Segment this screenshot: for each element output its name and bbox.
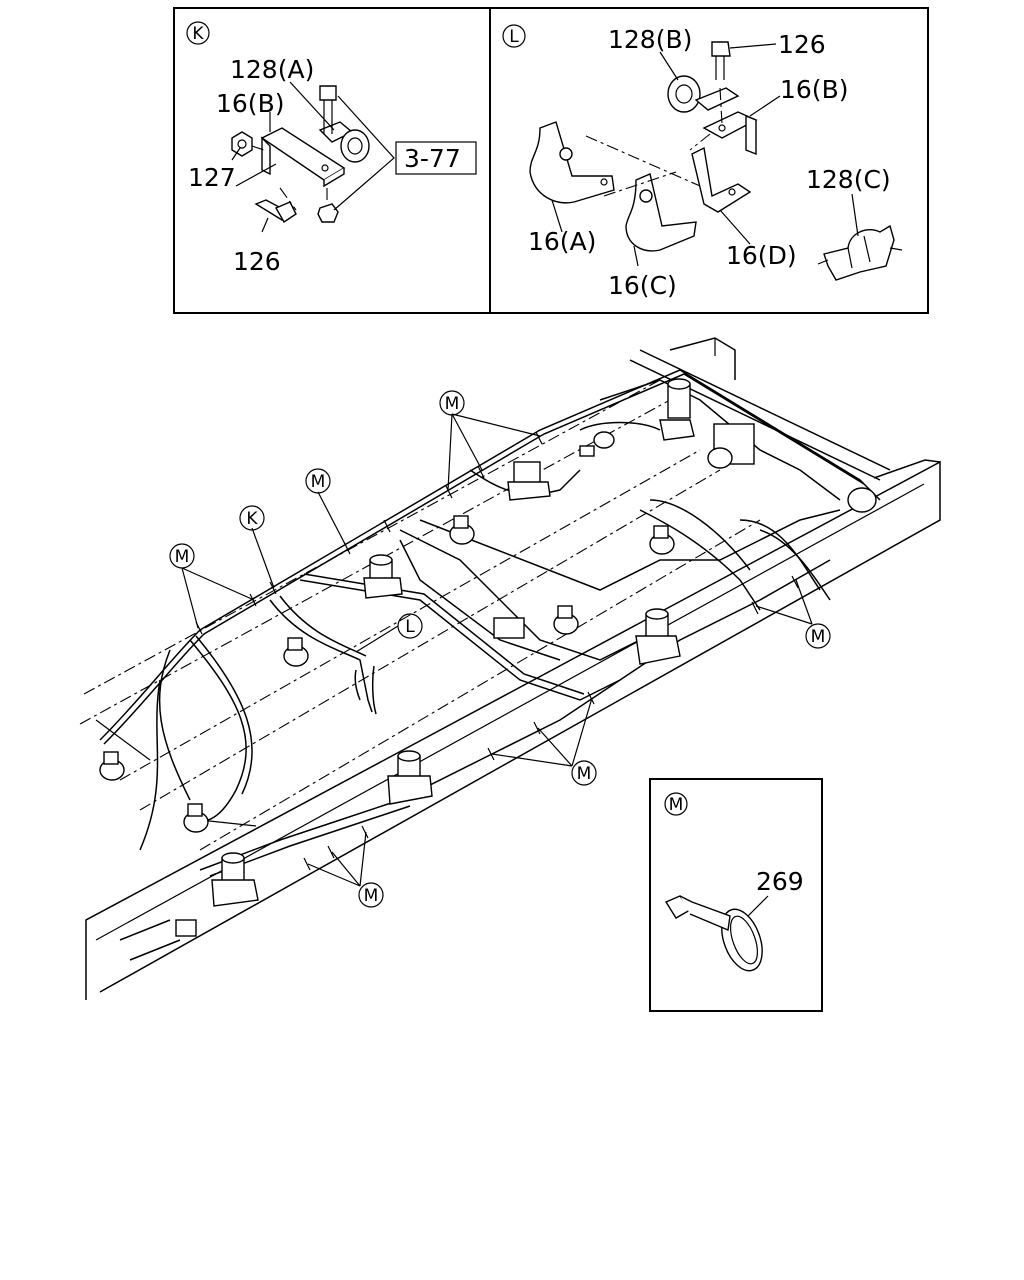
bracket-16d [691,146,752,213]
panel-l-frame [489,7,929,314]
svg-text:M: M [175,547,190,567]
label-127: 127 [188,163,236,192]
panel-l-marker-circle [502,24,526,48]
clip-128c [817,224,903,281]
callout-m-3: M [439,390,465,416]
label-126-k: 126 [233,247,281,276]
svg-text:K: K [246,509,258,529]
label-128c: 128(C) [806,165,891,194]
label-16b-l: 16(B) [780,75,848,104]
clip-128a-k [318,121,370,163]
bracket-16b-l [702,111,758,156]
harness-clamps [195,431,799,871]
bolt-126-l [711,41,731,80]
panel-m: M 269 [649,778,823,1012]
nut-127 [231,131,253,157]
connector-7 [579,431,615,457]
svg-text:M: M [577,764,592,784]
callout-m-5: M [571,760,597,786]
components [99,378,877,937]
connector-4 [449,515,475,545]
panel-k-marker-circle [186,21,210,45]
panel-l: L [489,7,929,314]
bolt-126-k [254,199,297,223]
bracket-16b-k [260,127,346,188]
callout-k: K [239,505,265,531]
connector-8 [847,487,877,513]
main-assembly: M K M M L M M M [79,337,941,1000]
frame-rails [79,337,941,1000]
svg-text:M: M [364,886,379,906]
connector-5 [649,525,675,555]
valve-3 [635,608,681,665]
callout-l: L [397,613,423,639]
valve-6 [507,461,551,501]
label-269: 269 [756,867,804,896]
clip-128b [667,75,740,113]
label-16b-k: 16(B) [216,89,284,118]
panel-m-marker: M [669,795,684,815]
label-16c: 16(C) [608,271,677,300]
panel-k-marker: K [192,24,204,44]
connector-3 [283,637,309,667]
svg-text:L: L [405,617,415,637]
panel-m-frame [649,778,823,1012]
connector-10 [175,919,197,937]
panel-l-marker: L [509,27,519,47]
svg-text:M: M [445,394,460,414]
label-16d: 16(D) [726,241,797,270]
bracket-16a [529,121,615,204]
panel-m-marker-circle [664,792,688,816]
nut-k-bottom [317,203,339,223]
label-16a: 16(A) [528,227,596,256]
connector-6 [553,605,579,635]
connector-1 [99,751,125,781]
label-128a: 128(A) [230,55,314,84]
callout-m-4: M [805,623,831,649]
label-126-l: 126 [778,30,826,59]
connector-9 [493,617,525,639]
valve-7 [707,423,755,469]
svg-text:M: M [311,472,326,492]
bracket-16c [625,173,697,252]
valve-4 [659,378,695,441]
reference-box [395,141,477,175]
callout-m-6: M [358,882,384,908]
valve-2 [387,750,433,805]
callout-m-1: M [169,543,195,569]
reference-3-77: 3-77 [404,144,461,173]
callout-m-2: M [305,468,331,494]
wiring-harness [95,369,881,961]
label-128b: 128(B) [608,25,692,54]
panel-k: K [173,7,491,314]
svg-text:M: M [811,627,826,647]
valve-1 [211,852,259,907]
connector-2 [183,803,209,833]
cable-tie-269 [664,895,763,972]
valve-5 [363,554,403,599]
